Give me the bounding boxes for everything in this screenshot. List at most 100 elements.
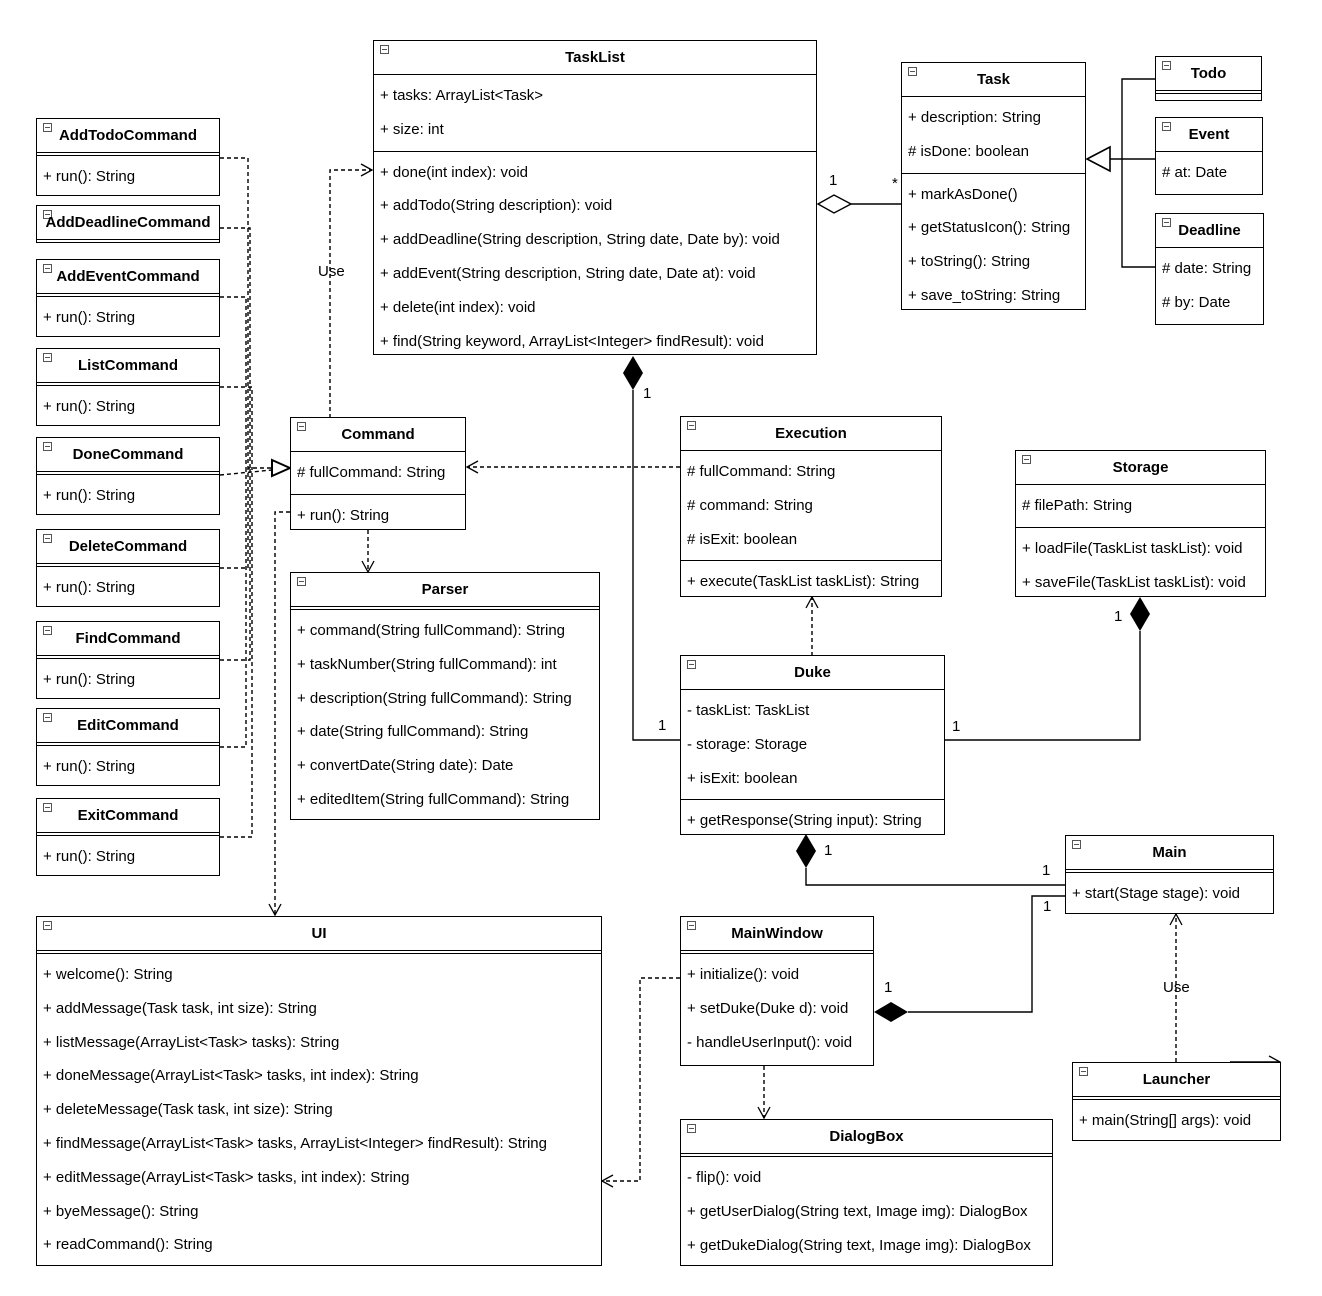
- operation[interactable]: + description(String fullCommand): Strin…: [297, 689, 572, 707]
- operation[interactable]: + delete(int index): void: [380, 298, 536, 316]
- attribute[interactable]: # date: String: [1162, 260, 1252, 277]
- class-header[interactable]: AddDeadlineCommand: [37, 206, 219, 240]
- class-addeventcommand[interactable]: AddEventCommand+ run(): String: [36, 259, 220, 337]
- collapse-icon[interactable]: [1079, 1067, 1088, 1076]
- class-event[interactable]: Event# at: Date: [1155, 117, 1263, 195]
- attribute[interactable]: + isExit: boolean: [687, 769, 798, 787]
- attribute[interactable]: # isExit: boolean: [687, 530, 798, 548]
- attribute[interactable]: # command: String: [687, 496, 813, 514]
- operation[interactable]: + convertDate(String date): Date: [297, 757, 514, 775]
- class-header[interactable]: TaskList: [374, 41, 816, 75]
- class-header[interactable]: DoneCommand: [37, 438, 219, 472]
- collapse-icon[interactable]: [687, 660, 696, 669]
- class-ui[interactable]: UI+ welcome(): String+ addMessage(Task t…: [36, 916, 602, 1266]
- attribute[interactable]: - taskList: TaskList: [687, 702, 810, 719]
- operation[interactable]: + taskNumber(String fullCommand): int: [297, 655, 557, 673]
- operation[interactable]: + doneMessage(ArrayList<Task> tasks, int…: [43, 1067, 419, 1085]
- operation[interactable]: + getDukeDialog(String text, Image img):…: [687, 1236, 1031, 1254]
- class-dialogbox[interactable]: DialogBox - flip(): void + getUserDialog(S…: [680, 1119, 1053, 1266]
- collapse-icon[interactable]: [43, 534, 52, 543]
- operation[interactable]: + addEvent(String description, String da…: [380, 264, 756, 282]
- class-header[interactable]: Duke: [681, 656, 944, 690]
- operation[interactable]: + find(String keyword, ArrayList<Integer…: [380, 332, 764, 350]
- class-exitcommand[interactable]: ExitCommand + run(): String: [36, 798, 220, 876]
- collapse-icon[interactable]: [43, 921, 52, 930]
- operation[interactable]: + run(): String: [43, 398, 136, 415]
- operation[interactable]: + initialize(): void: [687, 966, 800, 983]
- class-addtodocommand[interactable]: AddTodoCommand + run(): String: [36, 118, 220, 196]
- class-listcommand[interactable]: ListCommand+ run(): String: [36, 348, 220, 426]
- operation[interactable]: + byeMessage(): String: [43, 1202, 199, 1220]
- operation[interactable]: + run(): String: [297, 506, 390, 524]
- collapse-icon[interactable]: [1072, 840, 1081, 849]
- operation[interactable]: + deleteMessage(Task task, int size): St…: [43, 1101, 333, 1119]
- operation[interactable]: + listMessage(ArrayList<Task> tasks): St…: [43, 1033, 340, 1051]
- class-header[interactable]: Event: [1156, 118, 1262, 152]
- operation[interactable]: + execute(TaskList taskList): String: [687, 573, 920, 591]
- collapse-icon[interactable]: [1162, 122, 1171, 131]
- class-command[interactable]: Command # fullCommand: String + run(): Str…: [290, 417, 466, 530]
- class-header[interactable]: ExitCommand: [37, 799, 219, 833]
- class-header[interactable]: DeleteCommand: [37, 530, 219, 564]
- attribute[interactable]: # filePath: String: [1022, 497, 1133, 514]
- class-header[interactable]: Command: [291, 418, 465, 452]
- class-donecommand[interactable]: DoneCommand+ run(): String: [36, 437, 220, 515]
- attribute[interactable]: # fullCommand: String: [687, 463, 836, 480]
- operation[interactable]: + getStatusIcon(): String: [908, 219, 1071, 237]
- class-header[interactable]: AddTodoCommand: [37, 119, 219, 153]
- class-header[interactable]: Main: [1066, 836, 1273, 870]
- class-header[interactable]: EditCommand: [37, 709, 219, 743]
- collapse-icon[interactable]: [1162, 218, 1171, 227]
- operation[interactable]: + run(): String: [43, 758, 136, 775]
- class-tasklist[interactable]: TaskList+ tasks: ArrayList<Task>+ size: …: [373, 40, 817, 355]
- class-deadline[interactable]: Deadline# date: String# by: Date: [1155, 213, 1264, 325]
- class-parser[interactable]: Parser + command(String fullCommand): Str…: [290, 572, 600, 820]
- class-header[interactable]: DialogBox: [681, 1120, 1052, 1154]
- collapse-icon[interactable]: [43, 803, 52, 812]
- operation[interactable]: + addDeadline(String description, String…: [380, 231, 780, 249]
- class-execution[interactable]: Execution # fullCommand: String # command:…: [680, 416, 942, 597]
- operation[interactable]: + loadFile(TaskList taskList): void: [1022, 539, 1243, 557]
- attribute[interactable]: # fullCommand: String: [297, 464, 446, 481]
- class-adddeadlinecommand[interactable]: AddDeadlineCommand: [36, 205, 220, 243]
- collapse-icon[interactable]: [43, 626, 52, 635]
- operation[interactable]: + addMessage(Task task, int size): Strin…: [43, 999, 317, 1017]
- operation[interactable]: + readCommand(): String: [43, 1236, 213, 1254]
- operation[interactable]: + run(): String: [43, 848, 136, 865]
- operation[interactable]: - flip(): void: [687, 1169, 762, 1186]
- class-task[interactable]: Task+ description: String# isDone: boole…: [901, 62, 1086, 310]
- operation[interactable]: + command(String fullCommand): String: [297, 622, 566, 639]
- class-header[interactable]: Storage: [1016, 451, 1265, 485]
- collapse-icon[interactable]: [380, 45, 389, 54]
- attribute[interactable]: + tasks: ArrayList<Task>: [380, 87, 543, 104]
- operation[interactable]: + addTodo(String description): void: [380, 197, 613, 215]
- operation[interactable]: + editedItem(String fullCommand): String: [297, 790, 570, 808]
- collapse-icon[interactable]: [297, 577, 306, 586]
- operation[interactable]: - handleUserInput(): void: [687, 1033, 853, 1051]
- operation[interactable]: + saveFile(TaskList taskList): void: [1022, 573, 1246, 591]
- class-header[interactable]: Task: [902, 63, 1085, 97]
- collapse-icon[interactable]: [687, 1124, 696, 1133]
- class-storage[interactable]: Storage # filePath: String + loadFile(Task…: [1015, 450, 1266, 597]
- class-mainwindow[interactable]: MainWindow+ initialize(): void+ setDuke(…: [680, 916, 874, 1066]
- operation[interactable]: + findMessage(ArrayList<Task> tasks, Arr…: [43, 1134, 547, 1152]
- collapse-icon[interactable]: [297, 422, 306, 431]
- attribute[interactable]: - storage: Storage: [687, 735, 808, 753]
- collapse-icon[interactable]: [1162, 61, 1171, 70]
- operation[interactable]: + run(): String: [43, 309, 136, 326]
- operation[interactable]: + toString(): String: [908, 253, 1031, 271]
- class-header[interactable]: Deadline: [1156, 214, 1263, 248]
- collapse-icon[interactable]: [43, 442, 52, 451]
- operation[interactable]: + editMessage(ArrayList<Task> tasks, int…: [43, 1168, 410, 1186]
- class-header[interactable]: Execution: [681, 417, 941, 451]
- collapse-icon[interactable]: [1022, 455, 1031, 464]
- operation[interactable]: + getResponse(String input): String: [687, 812, 922, 830]
- class-header[interactable]: FindCommand: [37, 622, 219, 656]
- class-header[interactable]: Parser: [291, 573, 599, 607]
- operation[interactable]: + start(Stage stage): void: [1072, 885, 1241, 902]
- class-header[interactable]: MainWindow: [681, 917, 873, 951]
- operation[interactable]: + run(): String: [43, 579, 136, 596]
- collapse-icon[interactable]: [43, 713, 52, 722]
- operation[interactable]: + run(): String: [43, 168, 136, 185]
- operation[interactable]: + getUserDialog(String text, Image img):…: [687, 1202, 1028, 1220]
